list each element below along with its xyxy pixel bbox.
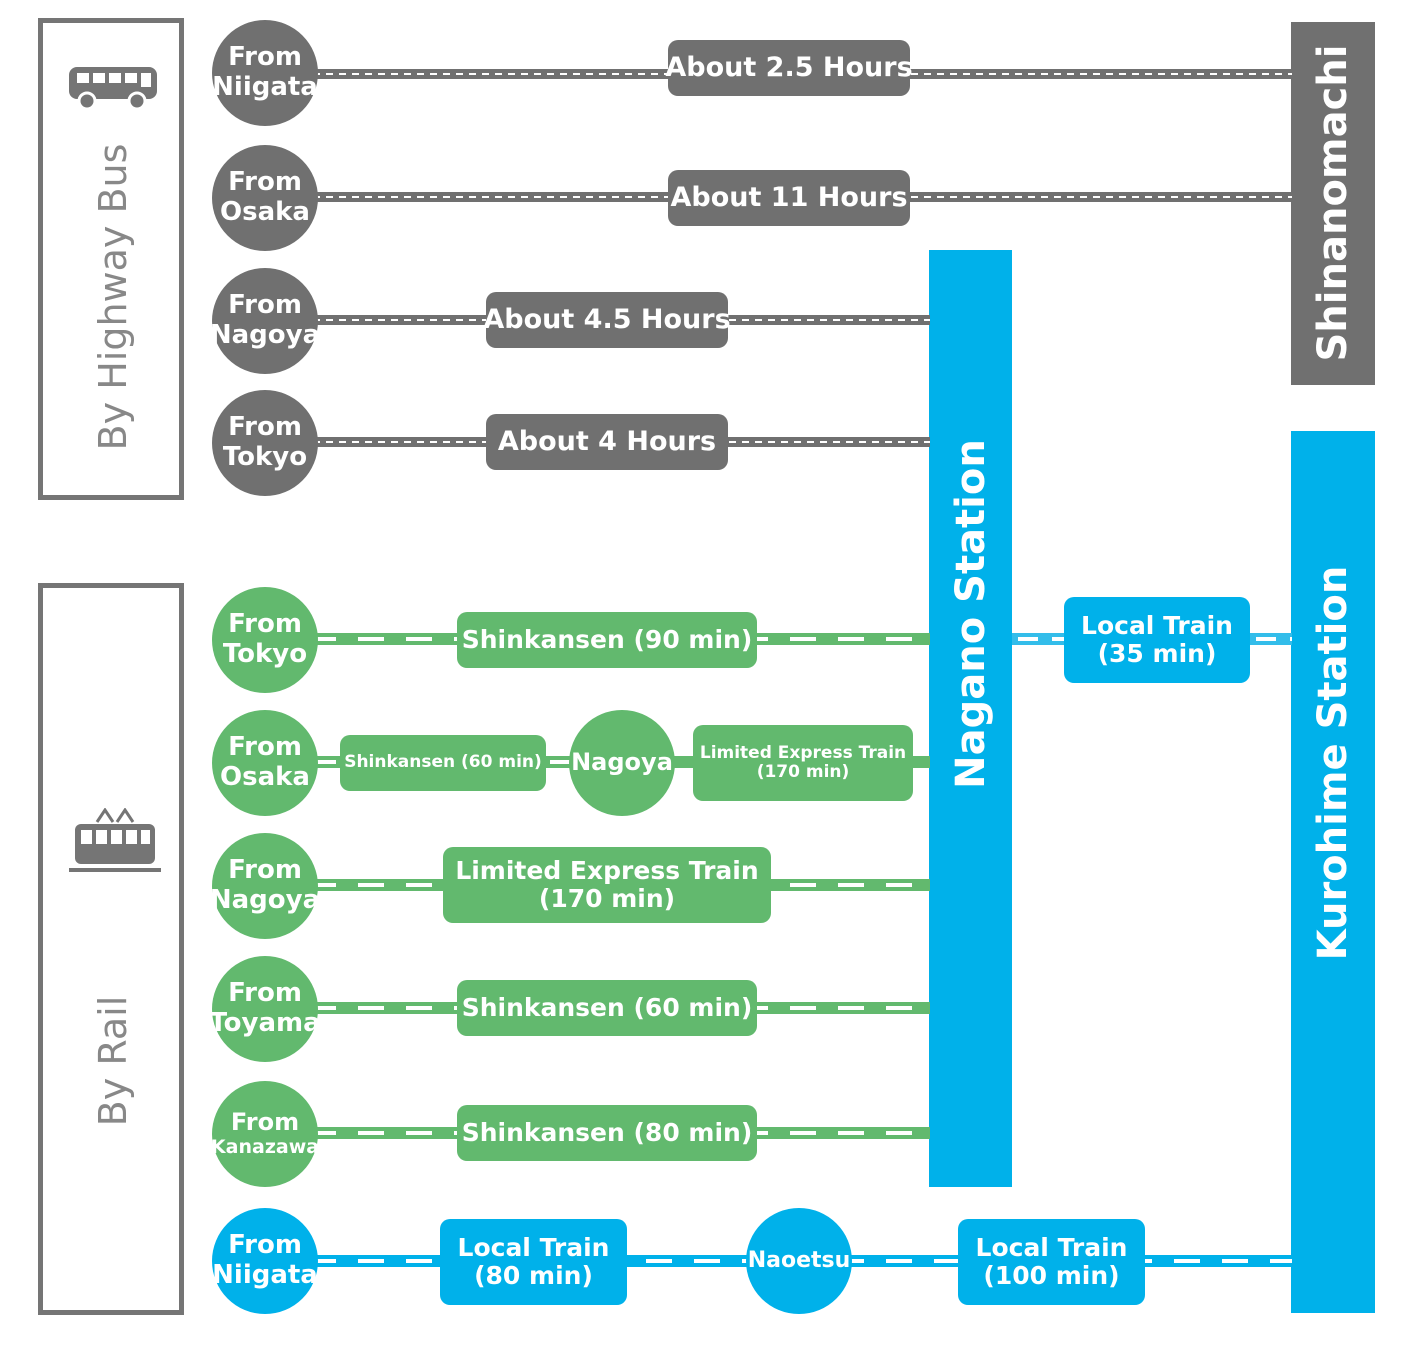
duration-niigata-bus: About 2.5 Hours — [665, 40, 913, 96]
shinanomachi-label: Shinanomachi — [1310, 44, 1356, 362]
leg-osaka-limited-express: Limited Express Train(170 min) — [693, 725, 913, 801]
shinanomachi-bar: Shinanomachi — [1291, 22, 1375, 385]
connector-local-train: Local Train(35 min) — [1064, 597, 1250, 683]
via-nagoya-stop: Nagoya — [569, 710, 675, 816]
leg-niigata-local-train: Local Train(80 min) — [440, 1219, 627, 1305]
bus-icon — [69, 67, 157, 111]
nagano-station-label: Nagano Station — [948, 439, 994, 789]
via-naoetsu-stop: Naoetsu — [746, 1208, 852, 1314]
duration-osaka-bus: About 11 Hours — [668, 170, 910, 226]
highway-bus-label: By Highway Bus — [91, 143, 135, 451]
rail-section: By Rail — [38, 583, 184, 1315]
rail-label: By Rail — [91, 995, 135, 1127]
leg-kanazawa-shinkansen: Shinkansen (80 min) — [457, 1105, 757, 1161]
leg-osaka-shinkansen: Shinkansen (60 min) — [340, 735, 546, 791]
train-icon — [69, 808, 161, 872]
kurohime-station-label: Kurohime Station — [1310, 565, 1356, 961]
duration-nagoya-bus: About 4.5 Hours — [483, 292, 731, 348]
leg-tokyo-shinkansen: Shinkansen (90 min) — [457, 612, 757, 668]
highway-bus-section: By Highway Bus — [38, 18, 184, 500]
leg-nagoya-limited-express: Limited Express Train(170 min) — [443, 847, 771, 923]
nagano-station-bar: Nagano Station — [929, 250, 1012, 1187]
kurohime-station-bar: Kurohime Station — [1291, 431, 1375, 1313]
leg-toyama-shinkansen: Shinkansen (60 min) — [457, 980, 757, 1036]
leg-naoetsu-local-train: Local Train(100 min) — [958, 1219, 1145, 1305]
duration-tokyo-bus: About 4 Hours — [486, 414, 728, 470]
